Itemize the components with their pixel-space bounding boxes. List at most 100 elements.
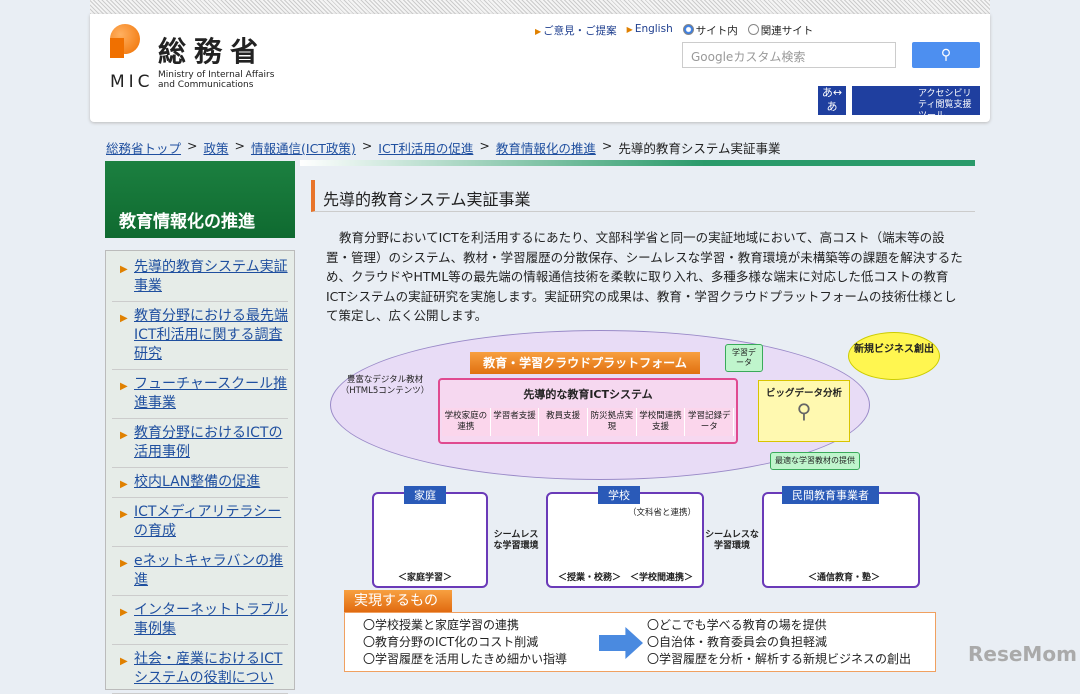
triangle-icon: ▶ xyxy=(535,27,542,36)
ict-cell: 学校家庭の連携 xyxy=(442,408,491,436)
result-right: 〇どこでも学べる教育の場を提供 xyxy=(647,618,827,632)
sidebar-link[interactable]: 教育分野における最先端ICT利活用に関する調査研究 xyxy=(134,308,288,362)
realize-heading: 実現するもの xyxy=(344,590,452,612)
sidebar-link[interactable]: 先導的教育システム実証事業 xyxy=(134,259,288,294)
crumb-sep: > xyxy=(234,138,245,153)
search-button[interactable]: ⚲ xyxy=(912,42,980,68)
result-right: 〇自治体・教育委員会の負担軽減 xyxy=(647,635,828,649)
triangle-icon: ▶ xyxy=(120,607,128,618)
radio-unchecked-icon xyxy=(747,24,759,35)
sidebar-item[interactable]: ▶ 社会・産業におけるICTシステムの役割につい xyxy=(112,645,288,694)
radio-related[interactable]: 関連サイト xyxy=(747,23,814,38)
panel-tag: 民間教育事業者 xyxy=(782,486,879,504)
triangle-icon: ▶ xyxy=(120,264,128,275)
panel-private: 民間教育事業者 ＜通信教育・塾＞ xyxy=(762,486,920,588)
result-left: 〇学校授業と家庭学習の連携 xyxy=(363,618,520,632)
panel-tag: 家庭 xyxy=(404,486,446,504)
triangle-icon: ▶ xyxy=(120,430,128,441)
bigdata-label: ビッグデータ分析 xyxy=(765,388,842,399)
search-input[interactable]: Googleカスタム検索 xyxy=(682,42,896,68)
sidebar-link[interactable]: インターネットトラブル事例集 xyxy=(134,602,288,637)
sidebar-item[interactable]: ▶ 先導的教育システム実証事業 xyxy=(112,253,288,302)
sidebar-item[interactable]: ▶ インターネットトラブル事例集 xyxy=(112,596,288,645)
panel-school: 学校 （文科省と連携） ＜授業・校務＞ ＜学校間連携＞ xyxy=(546,486,704,588)
crumb-policy[interactable]: 政策 xyxy=(203,141,229,156)
magnifier-icon: ⚲ xyxy=(796,399,812,423)
logo-square-icon xyxy=(110,38,124,58)
crumb-ict[interactable]: 情報通信(ICT政策) xyxy=(251,141,356,156)
result-left: 〇教育分野のICT化のコスト削減 xyxy=(363,635,539,649)
top-stripe xyxy=(90,0,990,14)
crumb-current: 先導的教育システム実証事業 xyxy=(618,141,781,156)
accessibility-tool-button[interactable]: アクセシビリティ閲覧支援ツール xyxy=(852,86,980,121)
seamless-label: シームレスな学習環境 xyxy=(493,530,539,551)
panel-tag: 学校 xyxy=(598,486,640,504)
ict-cell: 防災拠点実現 xyxy=(588,408,637,436)
font-size-button[interactable]: あ↔あ xyxy=(818,86,846,115)
green-divider xyxy=(300,160,975,166)
realize-box: 〇学校授業と家庭学習の連携〇教育分野のICT化のコスト削減〇学習履歴を活用したき… xyxy=(344,612,936,672)
triangle-icon: ▶ xyxy=(120,558,128,569)
radio-related-label: 関連サイト xyxy=(760,25,814,37)
top-links: ▶ご意見・ご提案 ▶English サイト内 関連サイト xyxy=(535,23,813,38)
sidebar-link[interactable]: 教育分野におけるICTの活用事例 xyxy=(134,425,283,460)
panel-caption: ＜通信教育・塾＞ xyxy=(808,573,881,583)
triangle-icon: ▶ xyxy=(120,381,128,392)
crumb-sep: > xyxy=(361,138,373,153)
radio-checked-icon xyxy=(682,24,694,35)
right-arrow-icon xyxy=(599,627,643,659)
sidebar-link[interactable]: 校内LAN整備の促進 xyxy=(134,474,261,490)
crumb-ict-use[interactable]: ICT利活用の促進 xyxy=(378,141,474,156)
ict-cell: 学校間連携支援 xyxy=(636,408,686,436)
sidebar-link[interactable]: eネットキャラバンの推進 xyxy=(134,553,284,588)
triangle-icon: ▶ xyxy=(120,509,128,520)
ict-cell: 学習者支援 xyxy=(490,408,540,436)
logo-abbr: MIC xyxy=(110,72,154,92)
panel-caption: ＜授業・校務＞ ＜学校間連携＞ xyxy=(558,573,694,583)
sidebar-item[interactable]: ▶ eネットキャラバンの推進 xyxy=(112,547,288,596)
feedback-link[interactable]: ご意見・ご提案 xyxy=(543,25,617,37)
sidebar-title: 教育情報化の推進 xyxy=(105,161,295,238)
ict-system-box: 先導的な教育ICTシステム 学校家庭の連携 学習者支援 教員支援 防災拠点実現 … xyxy=(438,378,738,444)
panel-caption: ＜家庭学習＞ xyxy=(398,573,453,583)
crumb-sep: > xyxy=(479,138,490,153)
watermark: ReseMom xyxy=(968,642,1077,666)
sidebar-link[interactable]: 社会・産業におけるICTシステムの役割につい xyxy=(134,651,283,686)
sidebar-link[interactable]: フューチャースクール推進事業 xyxy=(134,376,288,411)
new-business-bubble: 新規ビジネス創出 xyxy=(848,332,940,380)
crumb-education[interactable]: 教育情報化の推進 xyxy=(495,141,596,156)
digital-content-label: 豊富なデジタル教材（HTML5コンテンツ） xyxy=(340,375,430,396)
sidebar-nav: ▶ 先導的教育システム実証事業 ▶ 教育分野における最先端ICT利活用に関する調査研… xyxy=(105,250,295,694)
learn-data-box: 学習データ xyxy=(725,344,763,372)
logo-en-2: and Communications xyxy=(158,80,254,90)
panel-home: 家庭 ＜家庭学習＞ xyxy=(372,486,488,588)
triangle-icon: ▶ xyxy=(120,656,128,667)
ict-cell: 学習記録データ xyxy=(685,408,735,436)
intro-paragraph: 教育分野においてICTを利活用するにあたり、文部科学省と同一の実証地域において、… xyxy=(326,230,963,323)
sidebar-item[interactable]: ▶ 教育分野におけるICTの活用事例 xyxy=(112,419,288,468)
crumb-top[interactable]: 総務省トップ xyxy=(106,141,182,156)
page-title: 先導的教育システム実証事業 xyxy=(311,180,975,212)
english-link[interactable]: English xyxy=(634,23,673,35)
sidebar-link[interactable]: ICTメディアリテラシーの育成 xyxy=(134,504,282,539)
crumb-sep: > xyxy=(187,138,198,153)
logo-en-1: Ministry of Internal Affairs xyxy=(158,70,275,80)
sidebar-item[interactable]: ▶ ICTメディアリテラシーの育成 xyxy=(112,498,288,547)
logo-kanji: 総務省 xyxy=(158,35,267,68)
radio-site[interactable]: サイト内 xyxy=(682,23,738,38)
sidebar-item[interactable]: ▶ フューチャースクール推進事業 xyxy=(112,370,288,419)
sidebar-item[interactable]: ▶ 教育分野における最先端ICT利活用に関する調査研究 xyxy=(112,302,288,370)
sidebar-item[interactable]: ▶校内LAN整備の促進 xyxy=(112,468,288,498)
result-left: 〇学習履歴を活用したきめ細かい指導 xyxy=(363,652,568,666)
breadcrumb: 総務省トップ > 政策 > 情報通信(ICT政策) > ICT利活用の促進 > 教育情報… xyxy=(106,138,780,157)
seamless-label: シームレスな学習環境 xyxy=(705,530,759,551)
radio-site-label: サイト内 xyxy=(695,25,738,37)
triangle-icon: ▶ xyxy=(120,313,128,324)
search-icon: ⚲ xyxy=(940,47,952,63)
project-diagram: 教育・学習クラウドプラットフォーム 豊富なデジタル教材（HTML5コンテンツ） … xyxy=(330,330,970,678)
ict-cell: 教員支援 xyxy=(539,408,589,436)
optimal-material-box: 最適な学習教材の提供 xyxy=(770,452,860,470)
panel-note: （文科省と連携） xyxy=(628,508,697,518)
